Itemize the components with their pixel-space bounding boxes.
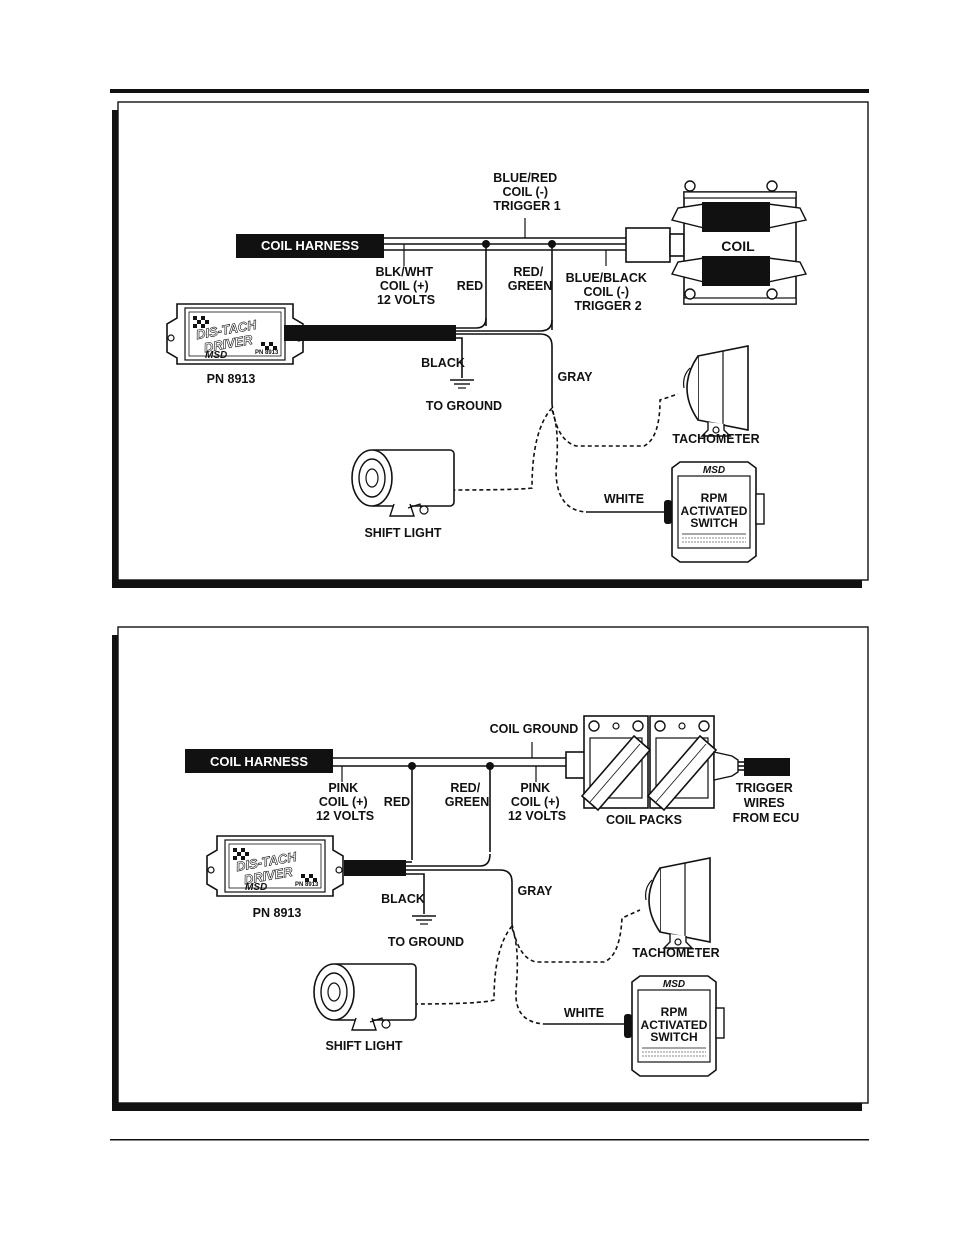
coil-pack-1 [581, 715, 651, 811]
svg-text:ACTIVATED: ACTIVATED [641, 1018, 708, 1032]
label-blue-black: BLUE/BLACK COIL (-) TRIGGER 2 [566, 271, 651, 313]
dis-tach-driver-module: DIS-TACH DRIVER MSD PN 8913 [166, 303, 304, 365]
label-gray: GRAY [558, 370, 594, 384]
label-coil-packs: COIL PACKS [606, 813, 682, 827]
coil-harness-label: COIL HARNESS [261, 238, 359, 253]
label-white-2: WHITE [564, 1006, 604, 1020]
svg-text:ACTIVATED: ACTIVATED [681, 504, 748, 518]
label-red-green-2: RED/ GREEN [445, 781, 489, 809]
svg-text:MSD: MSD [663, 979, 685, 990]
top-rule [110, 89, 869, 93]
label-coil-ground: COIL GROUND [490, 722, 579, 736]
label-to-ground-2: TO GROUND [388, 935, 464, 949]
bottom-rule [110, 1139, 869, 1141]
diagram-1-panel: COIL HARNESS COIL [112, 101, 869, 588]
shift-light-2 [313, 963, 417, 1031]
coil-harness-block [236, 234, 384, 258]
label-shift-light: SHIFT LIGHT [364, 526, 441, 540]
coil-label: COIL [721, 238, 755, 254]
label-trigger-wires: TRIGGER WIRES FROM ECU [733, 781, 800, 825]
ignition-coil: COIL [670, 180, 808, 305]
label-pink-left: PINK COIL (+) 12 VOLTS [316, 781, 374, 823]
svg-text:MSD: MSD [245, 882, 267, 893]
svg-text:SWITCH: SWITCH [650, 1030, 697, 1044]
svg-text:PN 8913: PN 8913 [295, 882, 319, 888]
label-gray-2: GRAY [518, 884, 554, 898]
label-red: RED [457, 279, 483, 293]
svg-text:RPM: RPM [661, 1005, 688, 1019]
label-blue-red: BLUE/RED COIL (-) TRIGGER 1 [493, 171, 560, 213]
label-black-2: BLACK [381, 892, 425, 906]
diagram-2-panel: COIL HARNESS DIS-TACH DRIVER MSD PN 8913 [112, 626, 869, 1111]
label-to-ground: TO GROUND [426, 399, 502, 413]
label-shift-light-2: SHIFT LIGHT [325, 1039, 402, 1053]
coil-pack-2 [647, 715, 717, 811]
rpm-activated-switch: MSD RPM ACTIVATED SWITCH [663, 461, 765, 563]
svg-text:RPM: RPM [701, 491, 728, 505]
label-pn-8913: PN 8913 [207, 372, 256, 386]
label-white: WHITE [604, 492, 644, 506]
label-tachometer-2: TACHOMETER [632, 946, 719, 960]
svg-text:SWITCH: SWITCH [690, 516, 737, 530]
label-pn-8913-2: PN 8913 [253, 906, 302, 920]
label-tachometer: TACHOMETER [672, 432, 759, 446]
coil-harness-block-2 [185, 749, 333, 773]
svg-text:MSD: MSD [205, 350, 227, 361]
label-blk-wht: BLK/WHT COIL (+) 12 VOLTS [375, 265, 436, 307]
coil-harness-label-2: COIL HARNESS [210, 754, 308, 769]
trigger-wires-block [744, 758, 790, 776]
svg-text:MSD: MSD [703, 465, 725, 476]
svg-text:PN 8913: PN 8913 [255, 350, 279, 356]
label-black: BLACK [421, 356, 465, 370]
dis-tach-driver-module-2: DIS-TACH DRIVER MSD PN 8913 [206, 835, 344, 897]
shift-light [351, 449, 455, 517]
rpm-activated-switch-2: MSD RPM ACTIVATED SWITCH [623, 975, 725, 1077]
label-pink-right: PINK COIL (+) 12 VOLTS [508, 781, 566, 823]
label-red-2: RED [384, 795, 410, 809]
label-red-green: RED/ GREEN [508, 265, 552, 293]
